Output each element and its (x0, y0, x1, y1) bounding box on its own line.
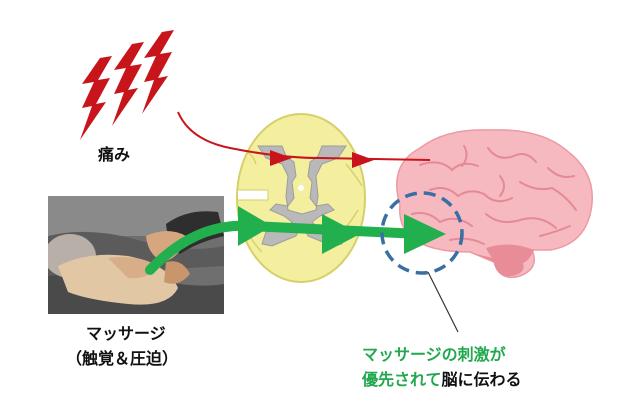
caption-line-1: マッサージの刺激が (362, 345, 506, 364)
caption-highlight: 優先されて (362, 370, 442, 389)
massage-label: マッサージ (86, 324, 166, 343)
spinal-cord-cross-section (236, 113, 366, 283)
focus-circle (380, 191, 464, 275)
massage-arrowhead-3 (404, 214, 446, 254)
brain-illustration (396, 129, 594, 279)
massage-pathway (145, 206, 446, 275)
massage-detail-label: （触覚＆圧迫） (66, 349, 179, 368)
lightning-bolt-icon (80, 30, 174, 140)
pain-arrowhead-1 (270, 150, 292, 166)
callout-line (427, 271, 459, 333)
massage-arrowhead-2 (322, 214, 360, 254)
pain-arrowhead-2 (352, 152, 374, 168)
caption-line-2: 優先されて脳に伝わる (362, 366, 522, 390)
caption-rest: 脳に伝わる (441, 370, 522, 389)
pain-pathway (177, 111, 431, 168)
pain-label: 痛み (98, 145, 131, 164)
massage-arrowhead-1 (238, 206, 272, 246)
